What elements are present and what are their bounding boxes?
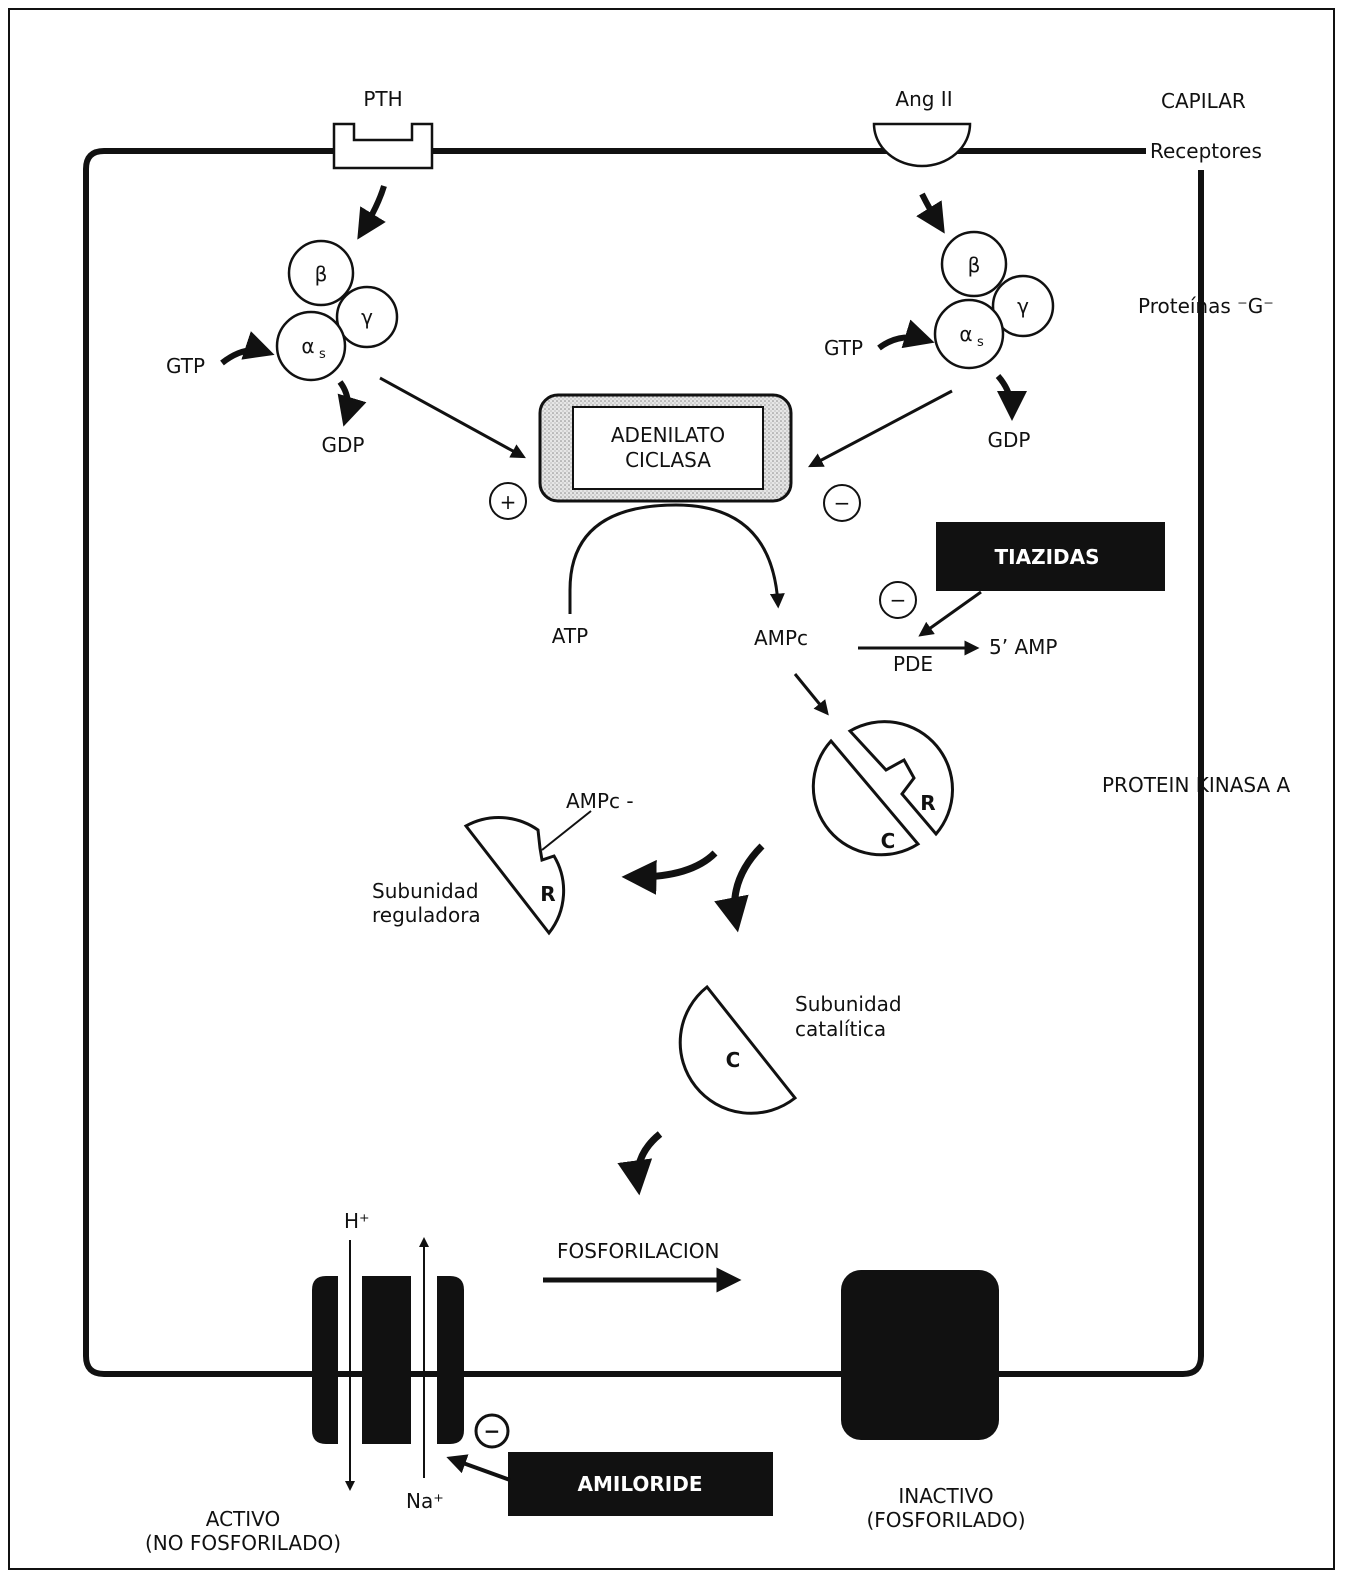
pka-c-label: C — [881, 829, 896, 853]
inhibition-minus-circle-amiloride — [474, 1413, 510, 1449]
inhibition-minus-circle-pde — [879, 581, 917, 619]
outer-frame — [8, 8, 1335, 1570]
gdp-right-label: GDP — [988, 428, 1031, 452]
capilar-label: CAPILAR — [1161, 89, 1246, 113]
catalytic-c-label: C — [726, 1048, 741, 1072]
pth-receptor — [332, 122, 434, 170]
alpha-right-sub: s — [977, 335, 984, 350]
arrow-gdp-right — [995, 374, 1027, 421]
pka-r-label: R — [920, 791, 935, 815]
beta-left-label: β — [315, 262, 328, 286]
g-beta-left — [287, 239, 355, 307]
tiazidas-box — [936, 522, 1165, 591]
channel-right-block — [437, 1276, 464, 1444]
pka-r-subunit — [847, 720, 954, 837]
ampc-bound-label: AMPc - — [566, 789, 634, 813]
arrow-pth-to-gprotein — [357, 185, 387, 240]
inactive-channel-block — [841, 1270, 999, 1440]
inactivo-line1: INACTIVO — [898, 1484, 993, 1508]
g-alpha-right — [933, 298, 1005, 370]
pde-label: PDE — [893, 652, 933, 676]
minus-sign-amiloride: − — [484, 1419, 501, 1443]
gamma-right-label: γ — [1017, 294, 1029, 318]
arrow-release-c — [714, 843, 765, 933]
activo-line1: ACTIVO — [206, 1507, 280, 1531]
sub-cat-line1: Subunidad — [795, 992, 902, 1016]
sub-cat-line2: catalítica — [795, 1017, 886, 1041]
arrow-gi-to-ac — [808, 389, 953, 468]
beta-right-label: β — [968, 253, 981, 277]
alpha-left-label: α — [301, 334, 314, 358]
regulatory-subunit — [463, 816, 566, 936]
activo-line2: (NO FOSFORILADO) — [145, 1531, 341, 1555]
arrow-gdp-left — [337, 380, 367, 427]
ciclasa-label: CICLASA — [625, 448, 711, 472]
pth-label: PTH — [363, 87, 402, 111]
gdp-left-label: GDP — [322, 433, 365, 457]
alpha-right-label: α — [959, 322, 972, 346]
gamma-left-label: γ — [361, 305, 373, 329]
arrow-amiloride-to-channel — [446, 1454, 511, 1482]
regulatory-r-label: R — [540, 882, 555, 906]
arrow-tiazidas-to-pde — [918, 590, 982, 637]
gtp-right-label: GTP — [824, 336, 863, 360]
inhibition-minus-circle-ac — [823, 484, 861, 522]
sub-reg-line1: Subunidad — [372, 879, 479, 903]
arrow-ampc-to-pka — [793, 673, 829, 716]
channel-middle-block — [362, 1276, 411, 1444]
arrow-gtp-left — [220, 331, 275, 366]
cell-membrane — [83, 148, 1204, 1377]
atp-to-ampc-arc — [568, 503, 785, 614]
receptores-label: Receptores — [1150, 139, 1262, 163]
protein-kinasa-label: PROTEIN KINASA A — [1102, 773, 1291, 797]
arrow-gs-to-ac — [379, 376, 526, 459]
h-plus-label: H⁺ — [344, 1209, 370, 1233]
ang-label: Ang II — [895, 87, 952, 111]
tiazidas-label: TIAZIDAS — [995, 545, 1100, 569]
channel-left-block — [312, 1276, 338, 1444]
fosforilacion-label: FOSFORILACION — [557, 1239, 719, 1263]
g-gamma-right — [991, 274, 1055, 338]
atp-label: ATP — [552, 624, 588, 648]
minus-sign-pde: − — [890, 588, 907, 612]
ampc-label: AMPc — [754, 626, 808, 650]
catalytic-subunit — [678, 984, 798, 1115]
gtp-left-label: GTP — [166, 354, 205, 378]
g-gamma-left — [335, 285, 399, 349]
sub-reg-line2: reguladora — [372, 903, 481, 927]
alpha-left-sub: s — [319, 347, 326, 362]
na-plus-label: Na⁺ — [406, 1489, 444, 1513]
arrow-catalytic-to-channel — [617, 1131, 663, 1196]
arrow-release-r — [621, 850, 718, 895]
plus-sign: + — [500, 490, 517, 514]
pka-c-subunit — [811, 738, 921, 857]
amiloride-label: AMILORIDE — [578, 1472, 703, 1496]
adenilato-label: ADENILATO — [611, 423, 725, 447]
g-beta-right — [940, 230, 1008, 298]
adenilato-ciclasa-inner — [572, 406, 764, 490]
inactivo-line2: (FOSFORILADO) — [866, 1508, 1025, 1532]
amp5-label: 5’ AMP — [989, 635, 1057, 659]
minus-sign-ac: − — [834, 491, 851, 515]
arrow-ang-to-gprotein — [916, 192, 945, 234]
ang-receptor — [872, 122, 972, 168]
proteinas-g-label: Proteínas ⁻G⁻ — [1138, 294, 1274, 318]
g-alpha-left — [275, 310, 347, 382]
stimulation-plus-circle — [489, 482, 527, 520]
amiloride-box — [508, 1452, 773, 1516]
arrow-gtp-right — [877, 319, 935, 351]
ampc-bound-pointer — [541, 810, 592, 851]
